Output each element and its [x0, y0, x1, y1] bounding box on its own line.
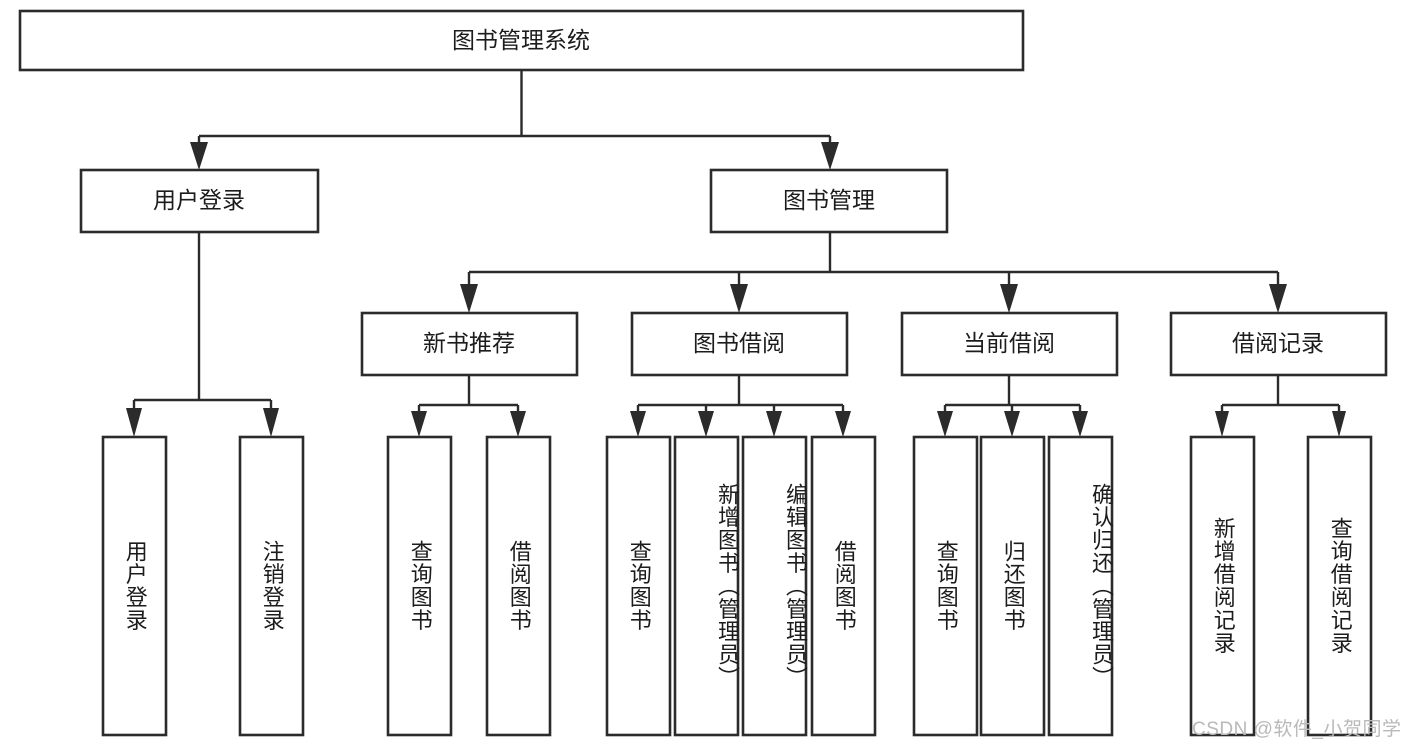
- node-label-root: 图书管理系统: [452, 27, 590, 53]
- connector-group-book-borrow: [630, 375, 851, 437]
- node-box-leaf-logout-login[interactable]: [238, 435, 305, 737]
- arrow-head-borrow-record: [1269, 284, 1287, 313]
- arrow-head-leaf-query-record: [1332, 411, 1346, 437]
- node-box-new-book-recommend[interactable]: [360, 311, 579, 377]
- node-box-leaf-query-book-2[interactable]: [605, 435, 672, 737]
- node-label-new-book-recommend: 新书推荐: [423, 330, 515, 356]
- connector-group-user-login: [126, 232, 279, 437]
- connector-group-book-management: [460, 232, 1287, 313]
- node-box-current-borrow[interactable]: [900, 311, 1119, 377]
- node-box-leaf-query-book-1[interactable]: [386, 435, 453, 737]
- arrow-head-leaf-query-book-3: [937, 411, 953, 437]
- node-box-leaf-edit-book[interactable]: [741, 435, 808, 737]
- connector-group-root: [190, 70, 839, 170]
- node-box-user-login[interactable]: [79, 168, 320, 234]
- node-box-leaf-user-login[interactable]: [101, 435, 168, 737]
- arrow-head-new-book-recommend: [460, 284, 478, 313]
- arrow-head-leaf-confirm-return: [1072, 411, 1088, 437]
- node-box-root[interactable]: [18, 9, 1025, 72]
- arrow-head-leaf-add-book: [698, 411, 714, 437]
- node-box-leaf-confirm-return[interactable]: [1047, 435, 1114, 737]
- node-label-user-login: 用户登录: [153, 187, 245, 213]
- connector-group-borrow-record: [1215, 375, 1346, 437]
- node-box-leaf-add-book[interactable]: [673, 435, 740, 737]
- arrow-head-leaf-return-book: [1004, 411, 1020, 437]
- node-label-book-borrow: 图书借阅: [693, 330, 785, 356]
- node-label-book-management: 图书管理: [783, 187, 875, 213]
- node-box-leaf-add-record[interactable]: [1189, 435, 1256, 737]
- arrow-head-leaf-borrow-book-1: [510, 411, 526, 437]
- node-box-leaf-borrow-book-1[interactable]: [485, 435, 552, 737]
- node-label-current-borrow: 当前借阅: [963, 330, 1055, 356]
- arrow-head-user-login: [190, 142, 208, 170]
- node-label-borrow-record: 借阅记录: [1232, 330, 1324, 356]
- node-box-leaf-borrow-book-2[interactable]: [810, 435, 877, 737]
- arrow-head-leaf-query-book-1: [411, 411, 427, 437]
- node-box-book-management[interactable]: [709, 168, 949, 234]
- node-box-leaf-query-record[interactable]: [1306, 435, 1373, 737]
- node-box-leaf-query-book-3[interactable]: [912, 435, 979, 737]
- arrow-head-leaf-edit-book: [766, 411, 782, 437]
- connector-group-current-borrow: [937, 375, 1088, 437]
- csdn-watermark: CSDN @软件_小贺同学: [1192, 719, 1402, 740]
- arrow-head-book-borrow: [730, 284, 748, 313]
- node-box-leaf-return-book[interactable]: [979, 435, 1046, 737]
- arrow-head-leaf-borrow-book-2: [835, 411, 851, 437]
- arrow-head-leaf-logout-login: [263, 408, 279, 437]
- connector-group-new-book-recommend: [411, 375, 526, 437]
- node-box-borrow-record[interactable]: [1169, 311, 1388, 377]
- arrow-head-leaf-add-record: [1215, 411, 1229, 437]
- node-box-book-borrow[interactable]: [630, 311, 849, 377]
- arrow-head-leaf-user-login: [126, 408, 142, 437]
- arrow-head-leaf-query-book-2: [630, 411, 646, 437]
- arrow-head-current-borrow: [1000, 284, 1018, 313]
- arrow-head-book-management: [821, 142, 839, 170]
